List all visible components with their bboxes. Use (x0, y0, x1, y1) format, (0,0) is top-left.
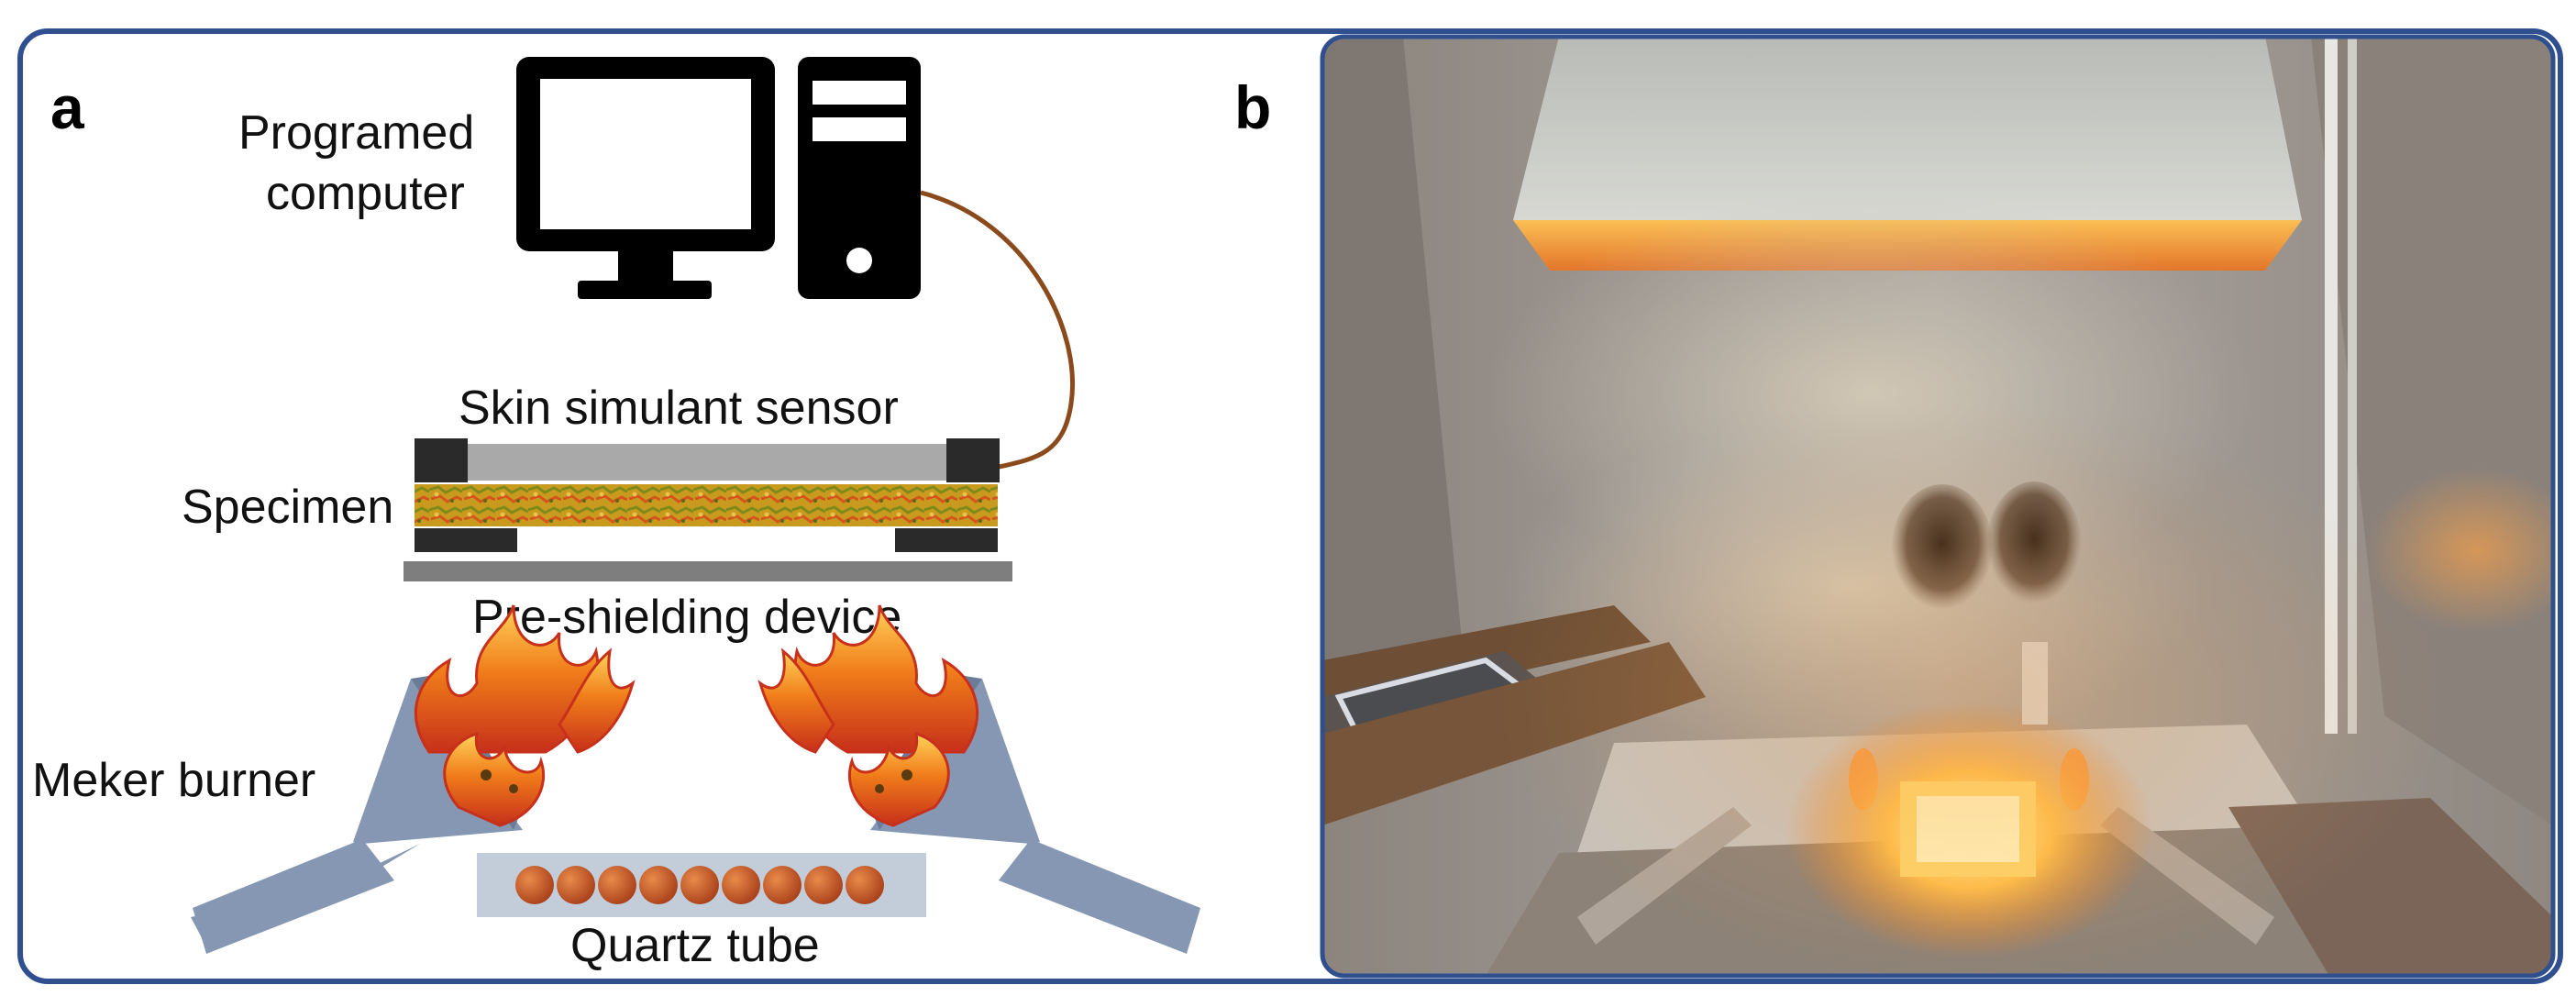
monitor-icon (516, 57, 775, 299)
panel-b-photo (1322, 37, 2553, 976)
preshield-label: Pre-shielding device (472, 591, 901, 644)
sensor-label: Skin simulant sensor (459, 382, 899, 435)
computer-label-line1: Programed (238, 106, 474, 160)
panel-a-letter: a (50, 73, 85, 141)
data-cable (920, 190, 1075, 470)
right-flame-icon (757, 604, 979, 827)
panel-b-photo-border (1320, 34, 2556, 979)
lower-clamp-right (895, 528, 998, 552)
specimen-label: Specimen (182, 481, 393, 534)
left-flame-icon (414, 604, 636, 827)
computer-label-line2: computer (266, 167, 465, 220)
panel-b-letter: b (1234, 73, 1271, 141)
sensor-plate (415, 444, 998, 481)
sensor-clamp-right (946, 438, 1000, 482)
specimen-layer (415, 484, 998, 526)
preshield-plate (404, 561, 1012, 581)
computer-tower-icon (798, 57, 921, 299)
quartz-tube-balls (515, 866, 884, 904)
sensor-clamp-left (415, 438, 468, 482)
lower-clamp-left (415, 528, 517, 552)
tube-label: Quartz tube (570, 919, 820, 972)
panel-a-schematic: a Programed computer Skin simulant senso… (32, 57, 1200, 972)
burner-label: Meker burner (32, 754, 315, 807)
